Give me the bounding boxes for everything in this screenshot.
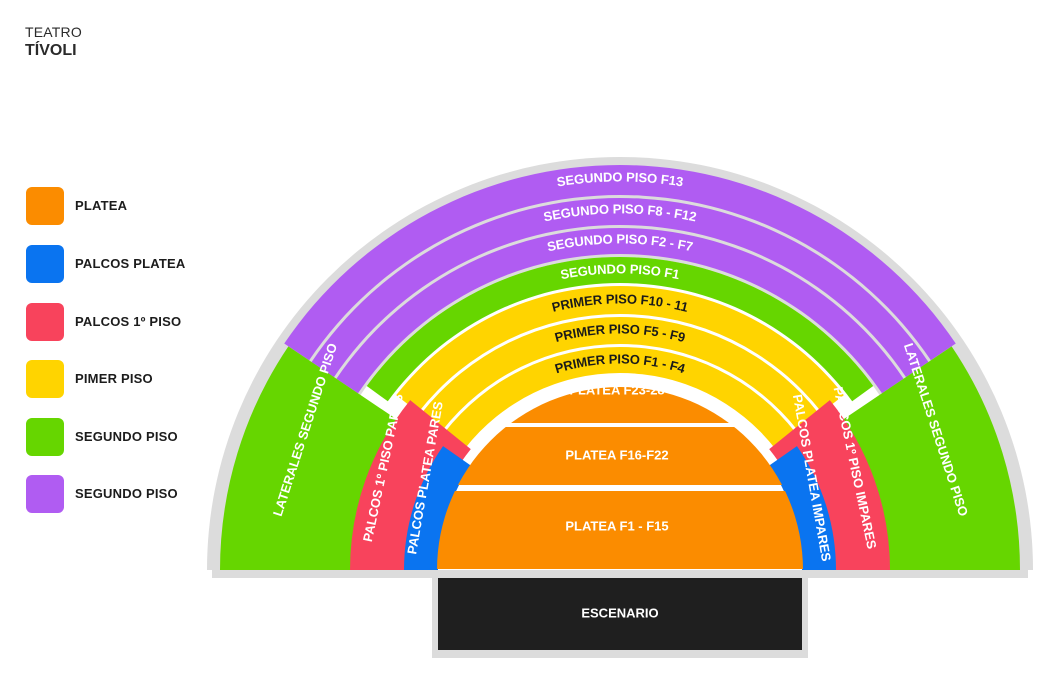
section-segundo-piso-f1[interactable] (366, 256, 874, 402)
legend-swatch (26, 418, 64, 456)
section-palcos-platea-pares-shape (404, 446, 471, 570)
section-segundo-piso-f8-f12[interactable] (311, 198, 929, 378)
legend-swatch (26, 360, 64, 398)
section-segundo-piso-f8-f12-shape (311, 198, 929, 378)
section-primer-piso-f10-11[interactable] (396, 285, 844, 413)
section-platea-f16-f22-shape (437, 427, 803, 485)
legend-item-segundo-piso[interactable]: SEGUNDO PISO (26, 418, 246, 456)
sections (220, 165, 1020, 650)
legend-label: PIMER PISO (75, 371, 153, 386)
section-segundo-piso-f2-f7-shape (336, 228, 904, 394)
legend-label: SEGUNDO PISO (75, 486, 178, 501)
section-platea-f1-f15[interactable] (430, 491, 810, 569)
section-segundo-piso-f13-label: SEGUNDO PISO F13 (556, 169, 685, 189)
section-primer-piso-f1-f4[interactable] (444, 346, 796, 449)
section-segundo-piso-f1-label: SEGUNDO PISO F1 (559, 261, 681, 282)
section-segundo-piso-f13-shape (284, 165, 956, 361)
legend-label: PALCOS 1º PISO (75, 314, 182, 329)
venue-title: TEATRO TÍVOLI (25, 24, 82, 61)
section-primer-piso-f10-11-shape (396, 285, 844, 413)
section-primer-piso-f1-f4-shape (444, 346, 796, 449)
legend-label: PLATEA (75, 198, 128, 213)
stage-shape (438, 578, 802, 650)
section-palcos-1-piso-pares-shape (350, 400, 471, 570)
section-primer-piso-f5-f9-shape (420, 316, 820, 431)
section-palcos-platea-impares-shape (769, 446, 836, 570)
section-palcos-1-piso-impares-shape (769, 400, 890, 570)
legend-swatch (26, 303, 64, 341)
legend-item-palcos-platea[interactable]: PALCOS PLATEA (26, 245, 246, 283)
legend-item-segundo-piso-alto[interactable]: SEGUNDO PISO (26, 475, 246, 513)
venue-name: TÍVOLI (25, 42, 77, 59)
section-segundo-piso-f1-shape (366, 256, 874, 402)
stage-label: ESCENARIO (581, 605, 658, 620)
section-platea-f16-f22-label: PLATEA F16-F22 (565, 447, 668, 462)
section-palcos-1-piso-pares[interactable] (350, 400, 471, 570)
section-primer-piso-f5-f9[interactable] (420, 316, 820, 431)
section-platea-f16-f22[interactable] (430, 427, 810, 485)
section-platea-f23-28-label: PLATEA F23-28 (569, 382, 664, 397)
legend-item-primer-piso[interactable]: PIMER PISO (26, 360, 246, 398)
section-platea-f1-f15-label: PLATEA F1 - F15 (565, 518, 668, 533)
legend-swatch (26, 187, 64, 225)
legend-label: SEGUNDO PISO (75, 429, 178, 444)
section-palcos-platea-pares[interactable] (404, 446, 471, 570)
legend-item-palcos-1-piso[interactable]: PALCOS 1º PISO (26, 303, 246, 341)
section-palcos-1-piso-impares[interactable] (769, 400, 890, 570)
legend-label: PALCOS PLATEA (75, 256, 186, 271)
legend-swatch (26, 475, 64, 513)
stage[interactable] (438, 578, 802, 650)
section-palcos-platea-impares[interactable] (769, 446, 836, 570)
section-platea-f1-f15-shape (437, 491, 803, 569)
section-segundo-piso-f2-f7[interactable] (336, 228, 904, 394)
legend-swatch (26, 245, 64, 283)
venue-kind: TEATRO (25, 24, 82, 40)
section-segundo-piso-f13[interactable] (284, 165, 956, 361)
legend-item-platea[interactable]: PLATEA (26, 187, 246, 225)
